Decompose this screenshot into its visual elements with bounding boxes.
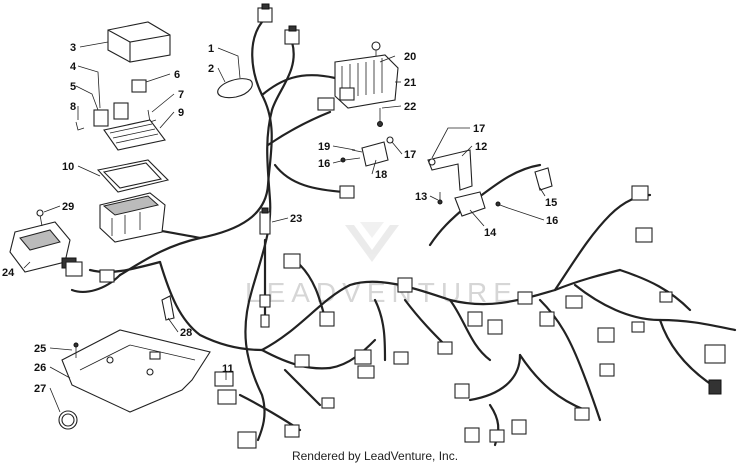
bracket-parts	[340, 136, 394, 167]
callout-12: 12	[475, 141, 487, 153]
callout-3: 3	[70, 42, 76, 54]
callout-25: 25	[34, 343, 46, 355]
callout-26: 26	[34, 362, 46, 374]
relay-parts	[75, 79, 157, 131]
voltage-regulator	[334, 41, 399, 127]
callout-15: 15	[545, 197, 557, 209]
callout-1: 1	[208, 43, 214, 55]
callout-23: 23	[290, 213, 302, 225]
callout-9: 9	[178, 107, 184, 119]
grommet-ring	[58, 410, 78, 430]
callout-27: 27	[34, 383, 46, 395]
callout-7: 7	[178, 89, 184, 101]
callout-20: 20	[404, 51, 416, 63]
callout-24: 24	[2, 267, 15, 279]
callout-16a: 16	[318, 158, 330, 170]
sensor	[259, 207, 271, 328]
callout-22: 22	[404, 101, 416, 113]
callout-11: 11	[222, 363, 234, 375]
relay-bracket	[427, 149, 509, 217]
clip-28	[161, 295, 175, 321]
callout-19: 19	[318, 141, 330, 153]
callout-18: 18	[375, 169, 387, 181]
callout-17b: 17	[473, 123, 485, 135]
callout-16b: 16	[546, 215, 558, 227]
callout-17a: 17	[404, 149, 416, 161]
callout-28: 28	[180, 327, 192, 339]
callout-21: 21	[404, 77, 416, 89]
callout-2: 2	[208, 63, 214, 75]
harness-connectors	[65, 185, 726, 449]
top-connectors	[257, 3, 355, 199]
callout-14: 14	[484, 227, 497, 239]
render-credit: Rendered by LeadVenture, Inc.	[291, 449, 459, 463]
callout-13: 13	[415, 191, 427, 203]
fuse-panel-gasket	[96, 119, 170, 193]
fuse-box-cover	[107, 21, 171, 63]
bullet-connector	[534, 167, 553, 191]
callout-29: 29	[62, 201, 74, 213]
callout-10: 10	[62, 161, 74, 173]
callout-8: 8	[70, 101, 76, 113]
mounting-plate	[61, 329, 211, 413]
callout-5: 5	[70, 81, 76, 93]
watermark-logo	[345, 222, 399, 262]
callout-labels: 3 4 5 6 7 8 9 10 1 2 20 21 22 19 16 17 1…	[2, 42, 558, 395]
fuse-box-base	[99, 192, 166, 243]
harness-clip	[217, 78, 253, 99]
leader-lines	[23, 41, 546, 413]
callout-4: 4	[70, 61, 77, 73]
callout-6: 6	[174, 69, 180, 81]
